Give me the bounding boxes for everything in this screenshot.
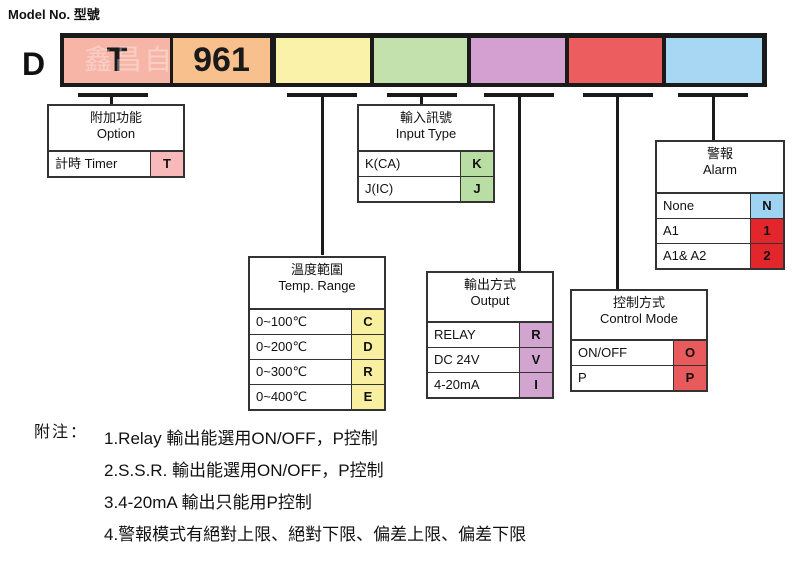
temp-box-header: 溫度範圍 Temp. Range	[250, 258, 384, 308]
connector-bar-option	[78, 93, 148, 97]
temp-row-label: 0~400℃	[250, 385, 352, 409]
model-prefix: D	[22, 46, 46, 82]
control-title-zh: 控制方式	[612, 295, 665, 310]
option-title-zh: 附加功能	[89, 110, 142, 125]
control-row-code: P	[674, 366, 706, 390]
connector-stem-temp	[321, 93, 324, 255]
temp-range-box: 溫度範圍 Temp. Range 0~100℃ C 0~200℃ D 0~300…	[248, 256, 386, 411]
control-mode-box: 控制方式 Control Mode ON/OFF O P P	[570, 289, 708, 392]
option-box: 附加功能 Option 計時 Timer T	[47, 104, 185, 178]
alarm-box-header: 警報 Alarm	[657, 142, 783, 192]
output-box: 輸出方式 Output RELAY R DC 24V V 4-20mA I	[426, 271, 554, 399]
temp-row: 0~300℃ R	[250, 360, 384, 385]
output-row-label: RELAY	[428, 323, 520, 347]
connector-stem-control	[616, 93, 619, 289]
input-title-zh: 輸入訊號	[399, 110, 452, 125]
temp-row-label: 0~300℃	[250, 360, 352, 384]
output-row: DC 24V V	[428, 348, 552, 373]
control-row: P P	[572, 366, 706, 390]
alarm-row-label: A1	[657, 219, 751, 243]
alarm-rows: None N A1 1 A1& A2 2	[657, 192, 783, 268]
alarm-row-code: 2	[751, 244, 783, 268]
temp-row-label: 0~100℃	[250, 310, 352, 334]
option-title-en: Option	[96, 126, 136, 141]
note-item: 2.S.S.R. 輸出能選用ON/OFF，P控制	[104, 461, 384, 480]
alarm-row: A1 1	[657, 219, 783, 244]
output-row-label: 4-20mA	[428, 373, 520, 397]
control-row: ON/OFF O	[572, 341, 706, 366]
code-segment-series: 961	[173, 38, 270, 83]
temp-rows: 0~100℃ C 0~200℃ D 0~300℃ R 0~400℃ E	[250, 308, 384, 409]
temp-row: 0~200℃ D	[250, 335, 384, 360]
alarm-title-en: Alarm	[703, 162, 737, 177]
note-item: 3.4-20mA 輸出只能用P控制	[104, 493, 312, 512]
control-row-code: O	[674, 341, 706, 365]
output-title-en: Output	[470, 293, 510, 308]
input-row: J(IC) J	[359, 177, 493, 201]
input-row-code: J	[461, 177, 493, 201]
output-row: 4-20mA I	[428, 373, 552, 397]
input-row: K(CA) K	[359, 152, 493, 177]
temp-title-en: Temp. Range	[278, 278, 356, 293]
temp-row-code: D	[352, 335, 384, 359]
input-row-label: J(IC)	[359, 177, 461, 201]
control-rows: ON/OFF O P P	[572, 339, 706, 390]
alarm-box: 警報 Alarm None N A1 1 A1& A2 2	[655, 140, 785, 270]
code-segment-input	[374, 38, 467, 83]
alarm-row: None N	[657, 194, 783, 219]
temp-row-code: R	[352, 360, 384, 384]
option-box-header: 附加功能 Option	[49, 106, 183, 150]
code-segment-alarm	[666, 38, 762, 83]
alarm-title-zh: 警報	[706, 146, 733, 161]
alarm-row-label: A1& A2	[657, 244, 751, 268]
input-rows: K(CA) K J(IC) J	[359, 150, 493, 201]
note-item: 1.Relay 輸出能選用ON/OFF，P控制	[104, 429, 378, 448]
temp-row-code: C	[352, 310, 384, 334]
connector-stem-option	[110, 93, 113, 105]
output-rows: RELAY R DC 24V V 4-20mA I	[428, 321, 552, 397]
temp-title-zh: 溫度範圍	[290, 262, 343, 277]
option-rows: 計時 Timer T	[49, 150, 183, 176]
control-title-en: Control Mode	[599, 311, 679, 326]
model-number-title: Model No. 型號	[8, 7, 100, 22]
temp-row: 0~100℃ C	[250, 310, 384, 335]
code-segment-option: T	[64, 38, 170, 83]
option-row-label: 計時 Timer	[49, 152, 151, 176]
connector-stem-input	[420, 93, 423, 105]
output-row-code: R	[520, 323, 552, 347]
input-title-en: Input Type	[395, 126, 457, 141]
watermark-text: 鑫昌自	[84, 44, 175, 75]
output-box-header: 輸出方式 Output	[428, 273, 552, 321]
note-item: 4.警報模式有絕對上限、絕對下限、偏差上限、偏差下限	[104, 525, 527, 544]
alarm-row: A1& A2 2	[657, 244, 783, 268]
input-row-code: K	[461, 152, 493, 176]
code-segment-output	[471, 38, 565, 83]
connector-stem-output	[518, 93, 521, 271]
output-row-label: DC 24V	[428, 348, 520, 372]
alarm-row-code: 1	[751, 219, 783, 243]
option-row-code: T	[151, 152, 183, 176]
alarm-row-code: N	[751, 194, 783, 218]
input-row-label: K(CA)	[359, 152, 461, 176]
input-box-header: 輸入訊號 Input Type	[359, 106, 493, 150]
temp-row-code: E	[352, 385, 384, 409]
control-row-label: P	[572, 366, 674, 390]
temp-row-label: 0~200℃	[250, 335, 352, 359]
code-segment-temp	[276, 38, 370, 83]
option-row: 計時 Timer T	[49, 152, 183, 176]
output-row-code: V	[520, 348, 552, 372]
output-title-zh: 輸出方式	[463, 277, 516, 292]
connector-stem-alarm	[712, 93, 715, 141]
output-row-code: I	[520, 373, 552, 397]
output-row: RELAY R	[428, 323, 552, 348]
input-type-box: 輸入訊號 Input Type K(CA) K J(IC) J	[357, 104, 495, 203]
notes-label: 附注：	[34, 424, 89, 441]
control-box-header: 控制方式 Control Mode	[572, 291, 706, 339]
control-row-label: ON/OFF	[572, 341, 674, 365]
temp-row: 0~400℃ E	[250, 385, 384, 409]
code-segment-control	[569, 38, 662, 83]
alarm-row-label: None	[657, 194, 751, 218]
